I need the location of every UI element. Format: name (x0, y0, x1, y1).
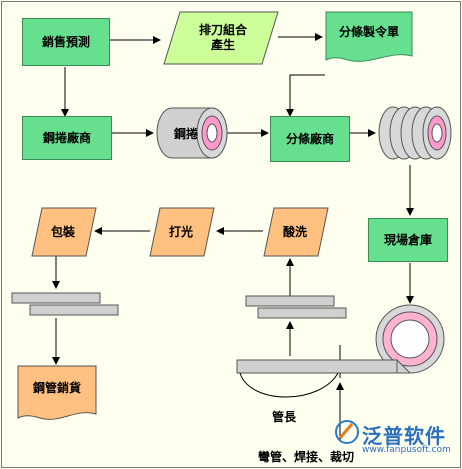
strip-roll-shape (375, 304, 445, 374)
pickling-shape (263, 207, 329, 257)
node-slitting-order: 分條製令單 (338, 24, 399, 39)
node-packing: 包裝 (50, 224, 75, 239)
right-plates-shape (245, 295, 347, 319)
long-pipe-shape (236, 358, 412, 398)
pipe-sales-shape (17, 365, 97, 420)
arrow-order-to-slitvendor (286, 74, 325, 117)
slitting-order-shape (325, 11, 413, 62)
node-sales-forecast: 銷售預測 (22, 18, 110, 66)
knife-combo-shape (163, 11, 279, 65)
node-site-warehouse: 現場倉庫 (368, 218, 448, 262)
label-process: 彎管、焊接、裁切 (258, 450, 355, 464)
node-steel-coil-vendor: 鋼捲廠商 (22, 116, 112, 160)
logo-url: www.fanpusoft.com (362, 445, 451, 455)
packing-shape (31, 207, 97, 257)
node-knife-combo: 排刀組合 產生 (198, 23, 247, 52)
label-steel-coil: 鋼捲 (174, 127, 199, 141)
polishing-shape (149, 207, 215, 257)
left-plates-shape (11, 292, 119, 316)
node-polishing: 打光 (168, 224, 193, 239)
fanpu-logo-mark (335, 420, 359, 444)
node-pickling: 酸洗 (282, 224, 307, 239)
logo-brand: 泛普软件 (362, 424, 446, 448)
label-pipe-length: 管長 (272, 410, 297, 424)
node-pipe-sales: 鋼管銷貨 (32, 380, 81, 395)
steel-coil-shape (156, 107, 228, 159)
slit-coils-shape (378, 106, 452, 160)
node-slitting-vendor: 分條廠商 (270, 116, 350, 162)
